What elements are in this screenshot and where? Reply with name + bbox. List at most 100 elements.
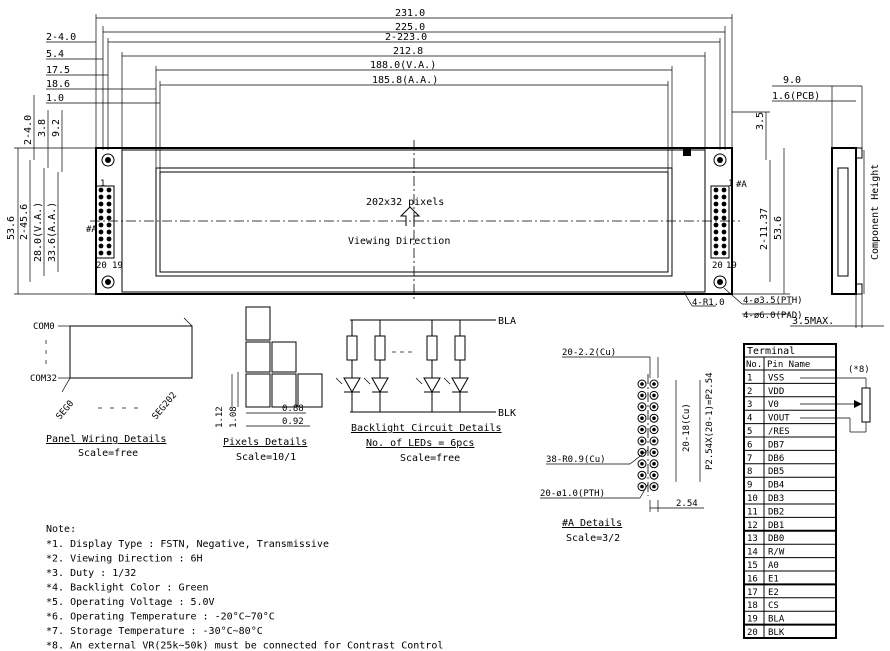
pixels-title: Pixels Details	[223, 437, 307, 448]
dim-5-4: 5.4	[46, 49, 64, 60]
a-pad-ring	[637, 436, 647, 446]
terminal-header-no: No.	[746, 360, 762, 370]
terminal-header-pin: Pin Name	[767, 360, 810, 370]
connector-pad	[106, 208, 112, 214]
mounting-hole-br	[713, 275, 727, 289]
led-arrow	[415, 377, 423, 385]
terminal-pin-name: DB1	[768, 521, 784, 531]
led-icon	[343, 377, 361, 394]
conn-pin20-right: 20	[712, 261, 723, 271]
a-pad-ring	[649, 482, 659, 492]
a-pad-ring	[637, 470, 647, 480]
connector-pad	[713, 194, 719, 200]
note-item: *6. Operating Temperature : -20°C~70°C	[46, 612, 275, 623]
resistor-icon	[454, 335, 466, 361]
led-arrow	[335, 377, 343, 385]
dim-212: 212.8	[393, 46, 423, 57]
terminal-pin-name: V0	[768, 400, 779, 410]
dim-2-223: 2-223.0	[385, 32, 427, 43]
a-spacing: 2.54	[676, 499, 698, 509]
a-pad-ring	[649, 447, 659, 457]
terminal-pin-name: DB4	[768, 481, 784, 491]
terminal-pin-no: 18	[747, 601, 758, 611]
led-icon	[451, 377, 469, 394]
component-height-label: Component Height	[870, 164, 881, 260]
terminal-pin-no: 10	[747, 494, 758, 504]
a-details: 20-2.2(Cu) 20-18(Cu) P2.54X(20-1)=P2.54 …	[540, 348, 715, 544]
a-pad-hole	[652, 462, 656, 466]
terminal-pin-no: 20	[747, 628, 758, 638]
connector-pad	[721, 243, 727, 249]
conn-pin19-left: 19	[112, 261, 123, 271]
connector-pad	[721, 215, 727, 221]
side-view: 9.0 1.6(PCB) Component Height 3.5MAX.	[772, 75, 884, 328]
terminal-pin-no: 6	[747, 440, 752, 450]
a-pad-ring	[637, 390, 647, 400]
terminal-pin-no: 14	[747, 548, 758, 558]
connector-pad	[106, 187, 112, 193]
a-pad-ring	[649, 402, 659, 412]
terminal-pin-no: 13	[747, 534, 758, 544]
terminal-pin-name: /RES	[768, 427, 790, 437]
blk-label: BLK	[498, 408, 516, 419]
led-icon	[371, 377, 389, 394]
connector-pad	[98, 250, 104, 256]
a-pad-ring	[637, 459, 647, 469]
terminal-pin-name: DB3	[768, 494, 784, 504]
note-item: *4. Backlight Color : Green	[46, 583, 209, 594]
connector-pad	[713, 187, 719, 193]
a-pad-hole	[640, 393, 644, 398]
pixels-details: 1.12 1.08 0.88 0.92 Pixels Details Scale…	[215, 306, 323, 463]
notes-title: Note:	[46, 524, 76, 535]
conn-label-left: #A	[86, 225, 97, 235]
connector-pad	[721, 222, 727, 228]
connector-pad	[713, 229, 719, 235]
a-pad-ring	[649, 459, 659, 469]
note-item: *2. Viewing Direction : 6H	[46, 554, 203, 565]
dim-2-45-6: 2-45.6	[19, 204, 30, 240]
a-pad-ring	[649, 379, 659, 389]
dim-3-5-max: 3.5MAX.	[792, 316, 834, 327]
connector-pad	[713, 201, 719, 207]
dim-18-6: 18.6	[46, 79, 70, 90]
a-pads: 20-2.2(Cu)	[562, 348, 616, 358]
connector-pad	[713, 208, 719, 214]
connector-pad	[106, 201, 112, 207]
a-pad-ring	[649, 390, 659, 400]
connector-pad	[106, 236, 112, 242]
terminal-title: Terminal	[747, 346, 795, 357]
a-pad-hole	[652, 450, 656, 455]
viewing-arrow-icon	[399, 206, 421, 226]
connector-pad	[98, 208, 104, 214]
connector-pad	[721, 187, 727, 193]
seg0-label: SEG0	[55, 399, 77, 422]
a-pad-ring	[637, 447, 647, 457]
terminal-pin-name: R/W	[768, 548, 785, 558]
terminal-pin-name: DB6	[768, 454, 784, 464]
a-radius: 38-R0.9(Cu)	[546, 455, 606, 465]
a-pad-hole	[652, 439, 656, 443]
terminal-pin-no: 8	[747, 467, 752, 477]
connector-pad	[98, 222, 104, 228]
resistor-icon	[374, 335, 386, 361]
viewing-direction: Viewing Direction	[348, 236, 450, 247]
a-pad-ring	[649, 413, 659, 423]
left-dimensions: 53.6 2-45.6 28.0(V.A.) 33.6(A.A.) 2-4.0 …	[6, 95, 96, 295]
dim-1-0: 1.0	[46, 93, 64, 104]
a-pad-ring	[649, 436, 659, 446]
terminal-pin-no: 7	[747, 454, 752, 464]
a-pad-hole	[652, 382, 656, 386]
connector-pad	[721, 201, 727, 207]
connector-pad	[106, 215, 112, 221]
terminal-pin-name: BLK	[768, 628, 785, 638]
a-pad-hole	[640, 462, 644, 466]
connector-pad	[98, 215, 104, 221]
terminal-pin-name: CS	[768, 601, 779, 611]
connector-right	[710, 185, 730, 259]
terminal-pin-name: DB2	[768, 507, 784, 517]
connector-pad	[713, 222, 719, 228]
dim-2-4: 2-4.0	[46, 32, 76, 43]
a-pad-hole	[652, 405, 656, 409]
